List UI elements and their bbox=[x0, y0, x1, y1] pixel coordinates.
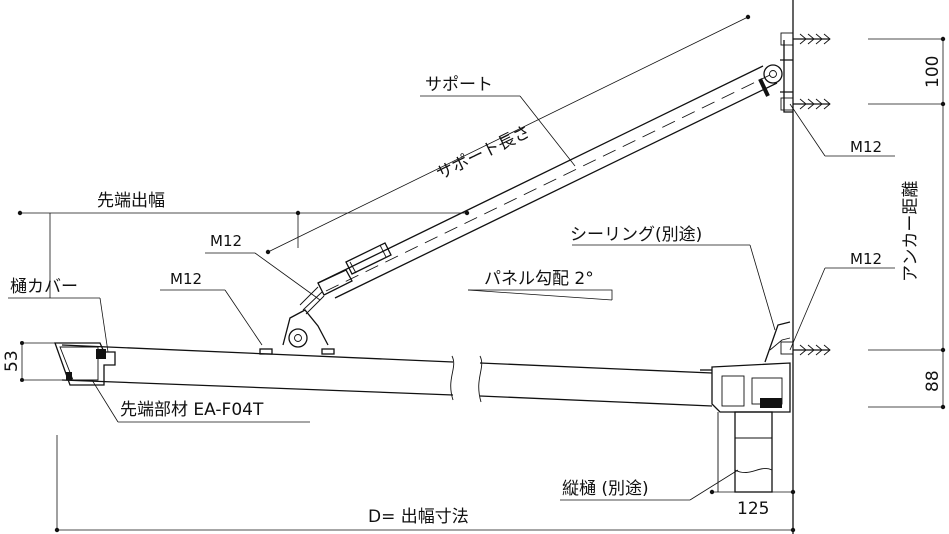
dim-bottom: 88 bbox=[923, 370, 943, 392]
front-gutter-member bbox=[54, 342, 116, 386]
upper-anchor-bolts bbox=[780, 32, 831, 113]
support-strut bbox=[299, 59, 793, 315]
leader-lines bbox=[8, 95, 895, 501]
wall-gutter bbox=[700, 321, 831, 413]
dim-left: 53 bbox=[2, 350, 22, 372]
label-m12-upper-left: M12 bbox=[210, 232, 242, 250]
label-downspout: 縦樋 (別途) bbox=[562, 479, 649, 499]
label-support-length: サポート長さ bbox=[433, 122, 533, 185]
label-anchor-distance: アンカー距離 bbox=[901, 181, 921, 282]
label-support: サポート bbox=[425, 75, 493, 95]
label-sealing: シーリング(別途) bbox=[570, 225, 702, 245]
label-m12-lower-left: M12 bbox=[170, 270, 202, 288]
roof-panel bbox=[61, 344, 713, 407]
label-m12-wall-top: M12 bbox=[850, 138, 882, 156]
label-front-member: 先端部材 EA-F04T bbox=[120, 400, 264, 420]
dim-gutter: 125 bbox=[737, 499, 769, 519]
label-projection-dim: D= 出幅寸法 bbox=[368, 507, 469, 527]
label-panel-slope: パネル勾配 2° bbox=[484, 269, 594, 289]
text-labels: サポート サポート長さ 先端出幅 M12 M12 樋カバー M12 M12 シー… bbox=[2, 56, 943, 527]
label-front-projection: 先端出幅 bbox=[97, 191, 165, 211]
downspout bbox=[717, 411, 773, 493]
dimension-lines bbox=[17, 14, 946, 533]
anchor-bolt bbox=[780, 32, 831, 46]
label-gutter-cover: 樋カバー bbox=[10, 277, 78, 297]
anchor-bolt bbox=[780, 97, 831, 111]
dim-top: 100 bbox=[923, 56, 943, 88]
strut-base-bracket bbox=[259, 309, 335, 355]
label-m12-wall-bottom: M12 bbox=[850, 250, 882, 268]
